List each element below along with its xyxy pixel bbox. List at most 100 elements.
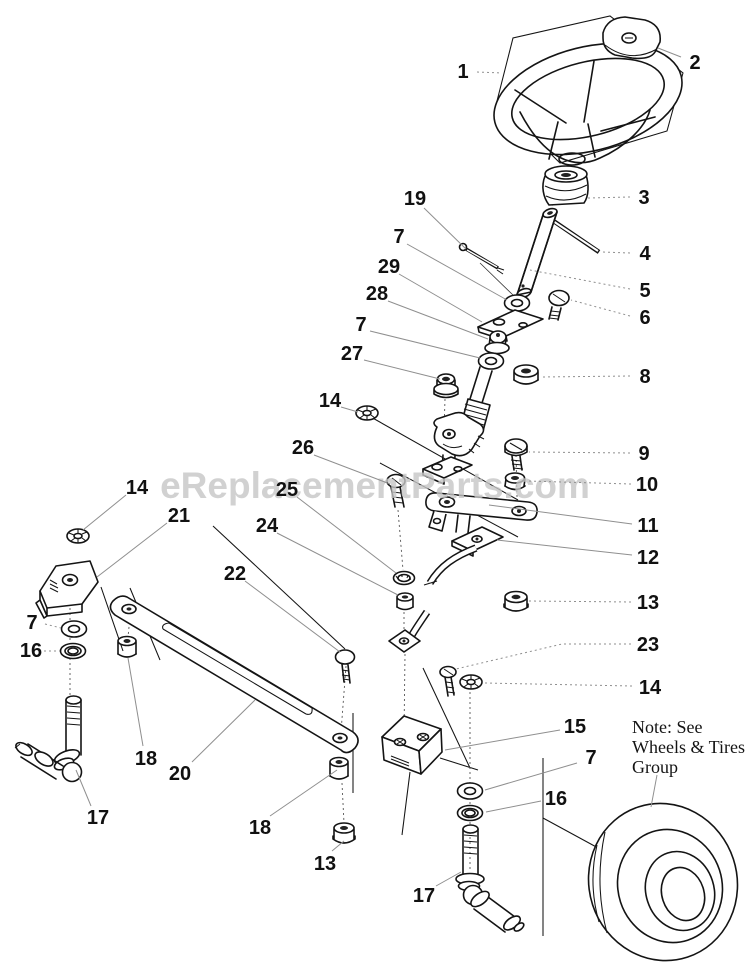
note-leader-line: [650, 774, 658, 808]
part-steering-wheel-cap: [602, 16, 662, 60]
callout-label-10-16: 10: [636, 474, 658, 496]
callout-label-18-32: 18: [249, 817, 271, 839]
leader-line-7-7: [406, 243, 508, 301]
part-axle-bar: [109, 595, 359, 754]
leader-line-13-19: [528, 600, 632, 603]
part-roll-pin: [550, 218, 601, 254]
leader-line-8-12: [539, 375, 631, 378]
callout-label-5-4: 5: [639, 280, 650, 302]
leader-line-4-3: [601, 251, 631, 254]
leader-line-6-5: [570, 299, 631, 317]
callout-label-22-26: 22: [224, 563, 246, 585]
callout-label-13-19: 13: [637, 592, 659, 614]
part-hex-bolt-9: [504, 438, 528, 471]
leader-line-23-20: [455, 643, 631, 670]
leader-line-22-26: [244, 580, 341, 653]
part-spindle-bracket-left: [35, 560, 99, 619]
leader-line-29-8: [398, 273, 483, 323]
part-screw-23: [439, 665, 457, 697]
callout-label-13-33: 13: [314, 853, 336, 875]
callout-label-7-7: 7: [393, 226, 404, 248]
part-cotter-pin: [458, 242, 515, 297]
leader-line-11-17: [488, 504, 633, 525]
part-spacer-nut-24: [396, 592, 414, 611]
callout-label-14-21: 14: [639, 677, 662, 699]
leader-line-27-11: [363, 359, 441, 380]
leader-line-19-6: [423, 207, 467, 250]
watermark-text: eReplacementParts.com: [160, 465, 590, 506]
callout-label-24-25: 24: [256, 515, 279, 537]
part-push-nut-left: [66, 528, 90, 544]
leader-line-2-1: [657, 47, 682, 58]
part-washer-16-right: [456, 804, 484, 822]
callout-label-15-34: 15: [564, 716, 586, 738]
leader-line-7-10: [369, 330, 481, 359]
callout-label-11-17: 11: [637, 515, 658, 537]
leader-line-17-37: [435, 871, 462, 887]
leader-line-18-29: [127, 657, 144, 747]
leader-line-13-33: [331, 840, 345, 852]
part-support-plate: [422, 456, 473, 485]
part-lower-steering-shaft: [433, 366, 493, 472]
note-line-1: Note: See: [632, 717, 702, 737]
part-lock-nut-25: [392, 570, 416, 586]
part-carriage-bolt-22: [334, 649, 356, 684]
callout-label-14-13: 14: [319, 390, 342, 412]
callout-label-29-8: 29: [378, 256, 400, 278]
leader-line-17-31: [75, 769, 92, 807]
callout-label-23-20: 23: [637, 634, 659, 656]
part-pivot-bracket: [425, 492, 538, 534]
callout-label-16-36: 16: [545, 788, 567, 810]
part-front-wheel-tire: [587, 802, 739, 962]
leader-line-18-32: [269, 769, 338, 817]
part-spindle-left: [14, 695, 83, 783]
callout-label-25-24: 25: [276, 479, 298, 501]
part-push-nut-top: [355, 405, 379, 421]
callout-label-7-27: 7: [26, 612, 37, 634]
callout-label-14-22: 14: [126, 477, 149, 499]
part-bushing-8: [513, 364, 539, 385]
part-spacer-18-left: [117, 635, 137, 658]
leader-line-9-15: [528, 451, 631, 454]
callout-label-28-9: 28: [366, 283, 388, 305]
note: Note: See Wheels & Tires Group: [632, 717, 745, 808]
leader-line-25-24: [296, 496, 397, 574]
part-flange-nut-13-bottom: [332, 822, 356, 844]
callout-label-8-12: 8: [639, 366, 650, 388]
leader-line-21-23: [96, 522, 168, 578]
part-steering-bushing: [542, 165, 589, 206]
callout-label-3-2: 3: [638, 187, 649, 209]
part-spindle-bracket-right: [381, 715, 443, 775]
callout-label-1-0: 1: [457, 61, 468, 83]
callout-label-17-31: 17: [87, 807, 109, 829]
callout-label-7-35: 7: [585, 747, 596, 769]
leader-line-26-14: [313, 454, 391, 485]
leader-line-7-35: [484, 762, 578, 791]
callout-label-18-29: 18: [135, 748, 157, 770]
part-steering-shaft: [516, 207, 558, 299]
leader-line-7-27: [44, 623, 62, 629]
part-push-nut-right: [459, 674, 483, 690]
leader-line-14-22: [82, 494, 127, 531]
callout-label-17-37: 17: [413, 885, 435, 907]
part-flat-washer-upper: [503, 294, 531, 312]
part-bearing-plate: [477, 309, 544, 342]
leader-line-15-34: [444, 729, 561, 751]
callout-label-19-6: 19: [404, 188, 426, 210]
leader-line-3-2: [587, 196, 631, 199]
part-flange-nut-13-right: [503, 590, 529, 612]
leader-line-16-36: [485, 800, 542, 813]
note-line-2: Wheels & Tires: [632, 737, 745, 757]
callout-label-12-18: 12: [637, 547, 659, 569]
part-washer-7-right: [456, 782, 484, 800]
callout-label-26-14: 26: [292, 437, 314, 459]
leader-line-5-4: [529, 269, 631, 290]
leader-line-10-16: [526, 480, 632, 485]
callout-label-20-30: 20: [169, 763, 191, 785]
callout-label-9-15: 9: [638, 443, 649, 465]
part-shaft-bolt: [548, 289, 570, 321]
leader-line-14-13: [340, 406, 359, 413]
part-steering-wheel: [493, 42, 683, 166]
